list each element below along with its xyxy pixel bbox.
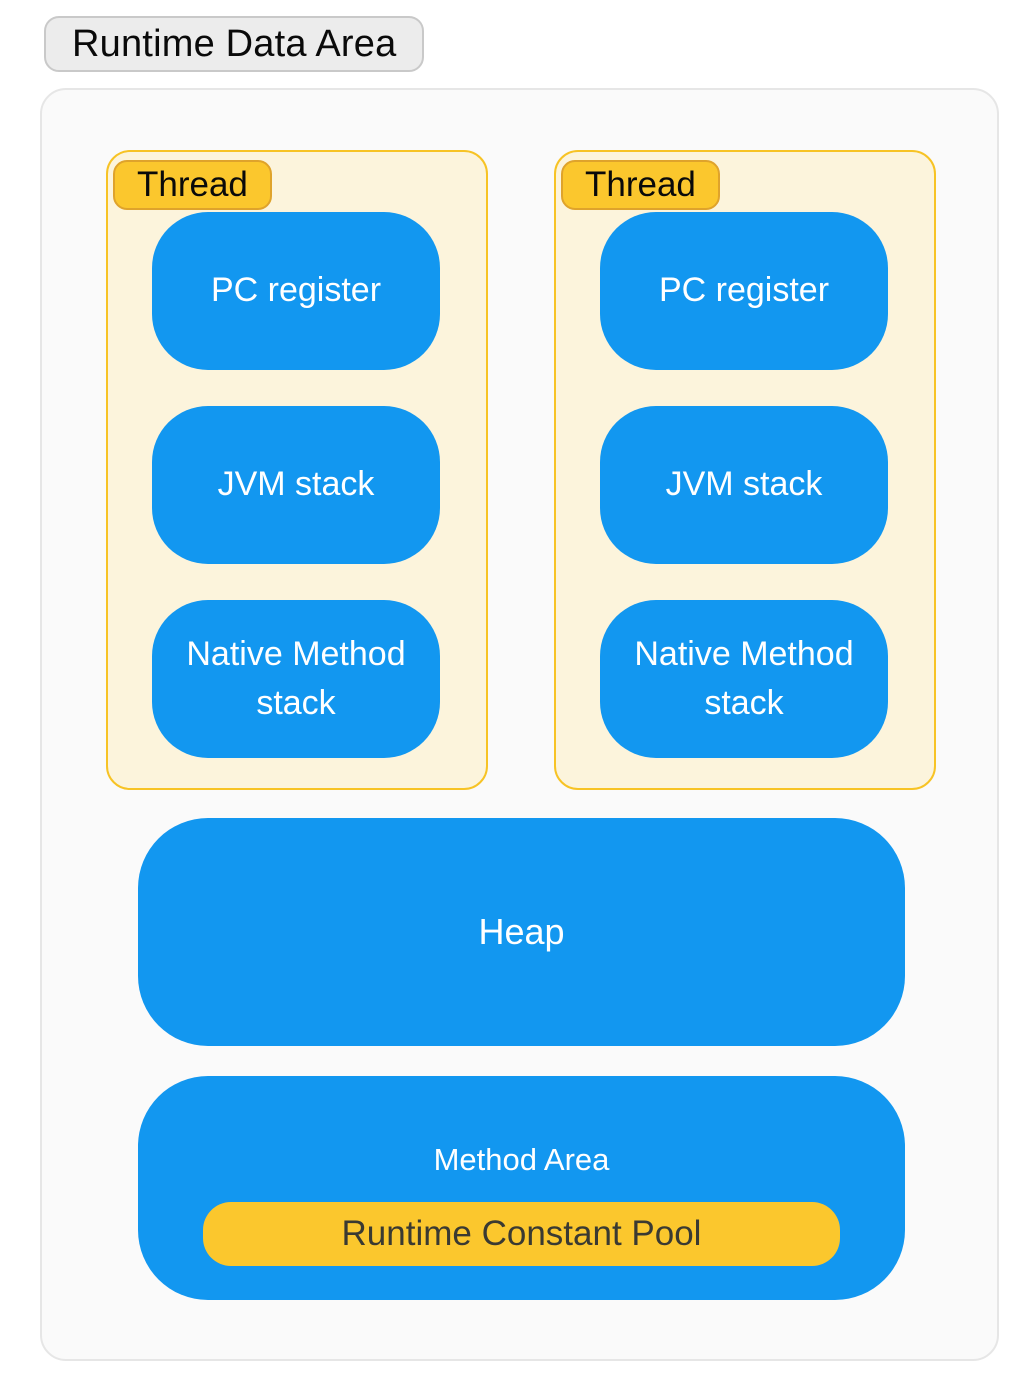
pc-register-label: PC register: [658, 271, 830, 310]
diagram-title-badge: Runtime Data Area: [44, 16, 425, 72]
diagram-title: Runtime Data Area: [72, 22, 397, 65]
method-area-label: Method Area: [433, 1142, 610, 1177]
runtime-constant-pool-box: Runtime Constant Pool: [203, 1202, 840, 1266]
thread-1-pc-register-box: PC register: [152, 212, 440, 370]
thread-box-2: Thread PC register JVM stack Native Meth…: [554, 150, 936, 790]
method-area-box: Method Area Runtime Constant Pool: [138, 1076, 905, 1300]
thread-1-label: Thread: [137, 165, 248, 204]
pc-register-label: PC register: [210, 271, 382, 310]
thread-box-1: Thread PC register JVM stack Native Meth…: [106, 150, 488, 790]
thread-1-jvm-stack-box: JVM stack: [152, 406, 440, 564]
jvm-stack-label: JVM stack: [665, 465, 823, 504]
thread-2-pc-register-box: PC register: [600, 212, 888, 370]
thread-1-badge: Thread: [113, 160, 272, 210]
native-method-stack-label: Native Method stack: [186, 634, 406, 722]
runtime-constant-pool-label: Runtime Constant Pool: [341, 1214, 702, 1253]
runtime-data-area-panel: Thread PC register JVM stack Native Meth…: [40, 88, 999, 1361]
thread-1-native-method-stack-box: Native Method stack: [152, 600, 440, 758]
heap-box: Heap: [138, 818, 905, 1046]
thread-2-jvm-stack-box: JVM stack: [600, 406, 888, 564]
jvm-stack-label: JVM stack: [217, 465, 375, 504]
thread-2-label: Thread: [585, 165, 696, 204]
native-method-stack-label: Native Method stack: [634, 634, 854, 722]
thread-2-native-method-stack-box: Native Method stack: [600, 600, 888, 758]
heap-label: Heap: [478, 911, 565, 952]
thread-2-badge: Thread: [561, 160, 720, 210]
